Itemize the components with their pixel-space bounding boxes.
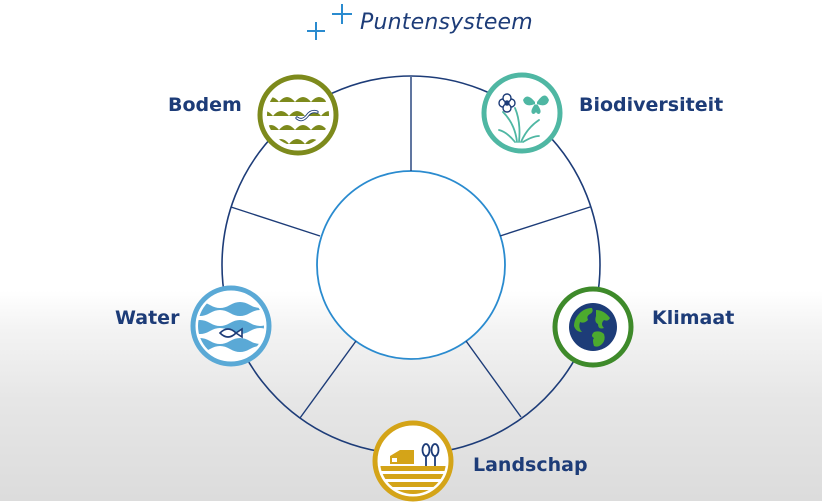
page-title: Puntensysteem [360, 9, 533, 35]
label-klimaat: Klimaat [652, 307, 735, 329]
segment-dividers [230, 77, 591, 419]
water-fish-icon [190, 285, 272, 367]
label-biodiversiteit: Biodiversiteit [579, 94, 724, 116]
label-water: Water [115, 307, 180, 329]
header: Puntensysteem [306, 0, 533, 44]
soil-worm-icon [257, 74, 339, 156]
label-landschap: Landschap [473, 454, 588, 476]
plus-icon [307, 4, 352, 40]
label-bodem: Bodem [168, 94, 242, 116]
landscape-icon [372, 420, 454, 502]
flower-butterfly-icon [481, 72, 563, 154]
globe-icon [552, 286, 634, 368]
inner-circle [316, 170, 506, 360]
